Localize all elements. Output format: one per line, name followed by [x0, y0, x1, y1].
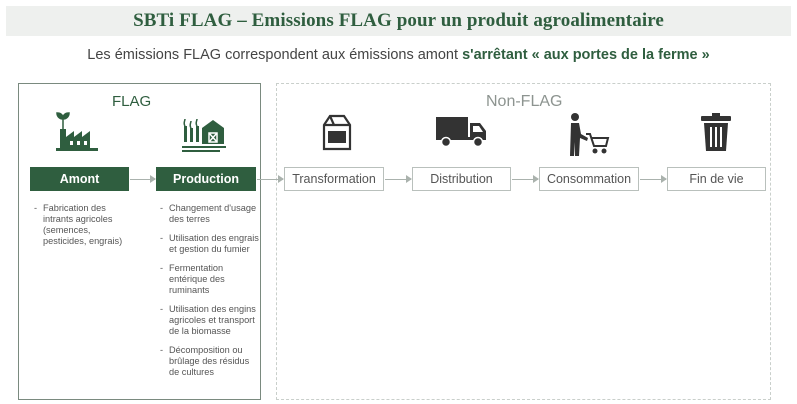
arrow-transformation-distribution [385, 175, 412, 183]
amont-list: Fabrication des intrants agricoles (seme… [34, 203, 134, 255]
arrow-consommation-fin-de-vie [640, 175, 667, 183]
page-title: SBTi FLAG – Emissions FLAG pour un produ… [133, 10, 664, 31]
list-item: Changement d'usage des terres [160, 203, 260, 225]
nonflag-section-box [276, 83, 771, 400]
delivery-truck-icon [436, 117, 486, 148]
title-bar: SBTi FLAG – Emissions FLAG pour un produ… [6, 6, 791, 36]
step-amont: Amont [30, 167, 129, 191]
milk-carton-icon [322, 114, 352, 151]
factory-leaf-icon [56, 112, 98, 151]
nonflag-section-label: Non-FLAG [486, 93, 563, 110]
arrow-distribution-consommation [512, 175, 539, 183]
list-item: Utilisation des engins agricoles et tran… [160, 304, 260, 337]
subtitle-emphasis: s'arrêtant « aux portes de la ferme » [462, 47, 710, 63]
subtitle: Les émissions FLAG correspondent aux émi… [0, 47, 797, 63]
step-consommation: Consommation [539, 167, 639, 191]
production-list: Changement d'usage des terres Utilisatio… [160, 203, 260, 386]
trash-bin-icon [701, 113, 731, 151]
step-fin-de-vie: Fin de vie [667, 167, 766, 191]
shopping-cart-person-icon [570, 113, 610, 156]
list-item: Fabrication des intrants agricoles (seme… [34, 203, 134, 247]
step-production: Production [156, 167, 256, 191]
flag-section-box [18, 83, 261, 400]
arrow-amont-production [130, 175, 156, 183]
flag-section-label: FLAG [112, 93, 152, 110]
list-item: Utilisation des engrais et gestion du fu… [160, 233, 260, 255]
step-distribution: Distribution [412, 167, 511, 191]
farm-barn-icon [182, 118, 226, 152]
step-transformation: Transformation [284, 167, 384, 191]
arrow-production-transformation [257, 175, 284, 183]
list-item: Décomposition ou brûlage des résidus de … [160, 345, 260, 378]
list-item: Fermentation entérique des ruminants [160, 263, 260, 296]
subtitle-text: Les émissions FLAG correspondent aux émi… [87, 47, 463, 63]
